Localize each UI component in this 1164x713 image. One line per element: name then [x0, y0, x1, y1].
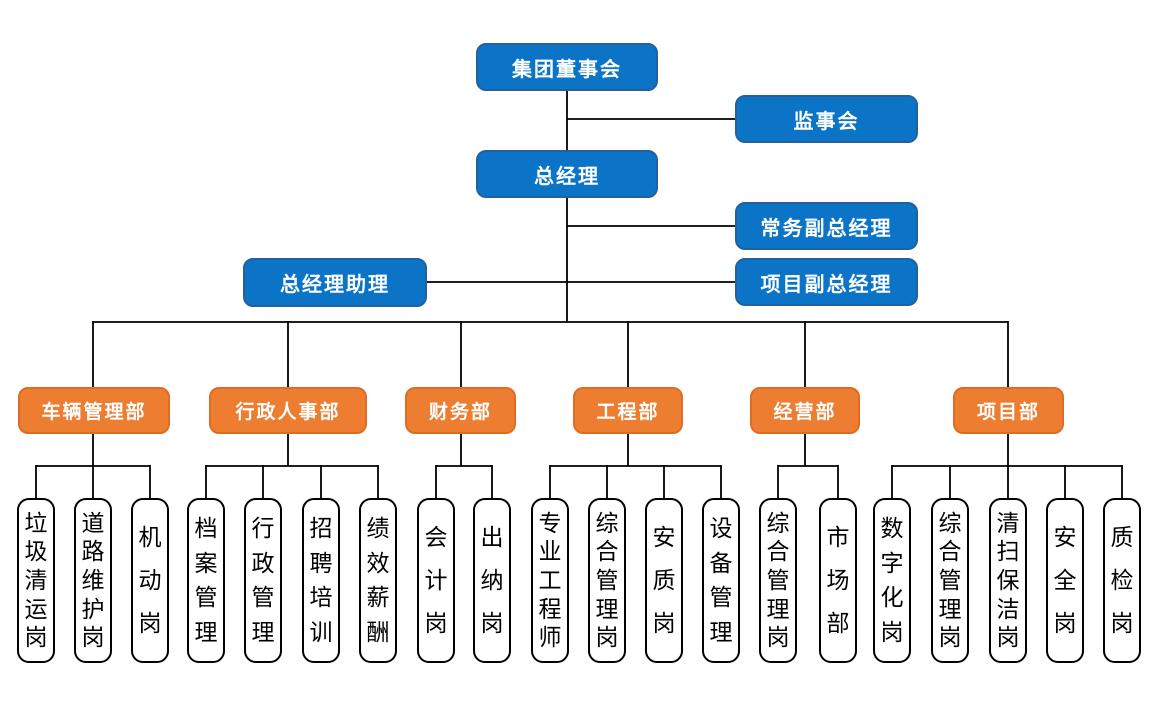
post-box: 会计岗 [417, 498, 455, 663]
dept-operations: 经营部 [750, 387, 860, 434]
post-box: 数字化岗 [873, 498, 911, 663]
node-executive-deputy-gm: 常务副总经理 [735, 202, 918, 250]
node-general-manager: 总经理 [476, 150, 658, 198]
post-box: 市场部 [819, 498, 857, 663]
dept-engineering: 工程部 [573, 387, 683, 434]
node-gm-assistant: 总经理助理 [243, 258, 427, 307]
post-box: 安全岗 [1046, 498, 1084, 663]
post-box: 综合管理岗 [759, 498, 797, 663]
dept-project: 项目部 [953, 387, 1064, 434]
node-supervisory-board: 监事会 [735, 95, 918, 143]
post-box: 质检岗 [1103, 498, 1141, 663]
post-box: 设备管理 [702, 498, 740, 663]
post-box: 道路维护岗 [74, 498, 112, 663]
post-box: 档案管理 [187, 498, 225, 663]
post-box: 清扫保洁岗 [989, 498, 1027, 663]
post-box: 垃圾清运岗 [17, 498, 55, 663]
post-box: 机动岗 [131, 498, 169, 663]
post-box: 综合管理岗 [931, 498, 969, 663]
post-box: 绩效薪酬 [359, 498, 397, 663]
post-box: 专业工程师 [531, 498, 569, 663]
post-box: 出纳岗 [473, 498, 511, 663]
post-box: 综合管理岗 [588, 498, 626, 663]
dept-admin-hr: 行政人事部 [209, 387, 367, 434]
node-project-deputy-gm: 项目副总经理 [735, 258, 918, 306]
post-box: 招聘培训 [302, 498, 340, 663]
post-box: 安质岗 [645, 498, 683, 663]
node-group-board: 集团董事会 [476, 43, 658, 91]
dept-finance: 财务部 [405, 387, 516, 434]
post-box: 行政管理 [244, 498, 282, 663]
dept-vehicle-management: 车辆管理部 [18, 387, 170, 434]
